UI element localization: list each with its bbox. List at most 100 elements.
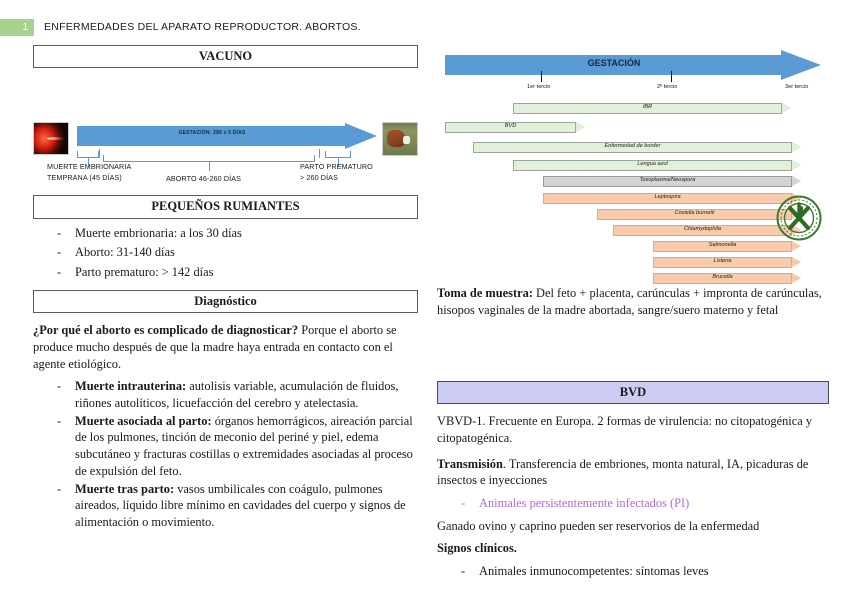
timeline-tick-1 xyxy=(541,71,542,82)
bar-rect xyxy=(543,176,792,187)
timeline-tick-label-2: 2º tercio xyxy=(657,84,678,90)
stem-embryonic-death xyxy=(88,158,89,168)
timeline-bar-lengua-azul: Lengua azul xyxy=(513,160,801,171)
bar-label: Lengua azul xyxy=(637,161,668,167)
bar-label: Enfermedad de border xyxy=(604,143,661,149)
bar-rect xyxy=(513,160,792,171)
list-item-bold: Muerte intrauterina: xyxy=(75,379,187,394)
diagnostico-question-bold: ¿Por qué el aborto es complicado de diag… xyxy=(33,323,299,338)
vacuno-gestation-figure: GESTACIÓN: 285 ± 5 DÍAS MUERTE EMBRIONAR… xyxy=(33,79,418,187)
page-number-badge: 1 xyxy=(0,18,34,36)
list-item: Muerte embrionaria: a los 30 días xyxy=(57,225,418,242)
list-item-text: vasos umbilicales con coágulo, pulmones … xyxy=(75,481,406,530)
timeline-bar-brucella: Brucella xyxy=(653,273,801,284)
small-ruminants-list: Muerte embrionaria: a los 30 días Aborto… xyxy=(33,225,418,281)
bar-rect xyxy=(653,257,792,268)
embryo-photo xyxy=(33,122,69,156)
brace-premature xyxy=(325,151,351,159)
timeline-bar-bvd: BVD xyxy=(445,122,585,133)
bar-rect xyxy=(597,209,792,220)
bvd-transmision-label: Transmisión xyxy=(437,456,503,471)
bar-arrow-tip xyxy=(792,241,801,251)
brace-embryonic-death xyxy=(77,151,99,159)
bvd-reservoir: Ganado ovino y caprino pueden ser reserv… xyxy=(437,518,760,533)
bar-rect xyxy=(473,142,792,153)
calf-photo xyxy=(382,122,418,157)
timeline-bar-toxoplasma-neospora: Toxoplasma/Neospora xyxy=(543,176,801,187)
toma-de-muestra-text: Del feto + placenta, carúnculas + impron… xyxy=(437,286,822,317)
right-column: GESTACIÓN 1er tercio 2º tercio 3er terci… xyxy=(437,45,829,581)
list-item: Muerte tras parto: vasos umbilicales con… xyxy=(57,481,418,531)
timeline-tick-2 xyxy=(671,71,672,82)
caption-embryonic-line1: MUERTE EMBRIONARIA xyxy=(47,162,132,172)
diagnostico-question: ¿Por qué el aborto es complicado de diag… xyxy=(33,322,418,372)
list-item-bold: Muerte tras parto: xyxy=(75,481,175,496)
bvd-transmision-text: . Transferencia de embriones, monta natu… xyxy=(437,456,809,488)
bar-arrow-tip xyxy=(792,257,801,267)
left-column: VACUNO GESTACIÓN: 285 ± 5 DÍAS MUERTE EM… xyxy=(33,45,418,532)
caption-embryonic-death: MUERTE EMBRIONARIA TEMPRANA (45 DÍAS) xyxy=(47,162,157,183)
list-item-text: órganos hemorrágicos, aireación parcial … xyxy=(75,413,413,478)
gestation-arrow: GESTACIÓN: 285 ± 5 DÍAS xyxy=(77,123,377,150)
brace-abortion xyxy=(103,155,315,163)
bar-arrow-tip xyxy=(792,193,801,203)
page-header: 1 ENFERMEDADES DEL APARATO REPRODUCTOR. … xyxy=(0,17,848,37)
timeline-bar-salmonella: Salmonella xyxy=(653,241,801,252)
bar-label: Coxiella burnetii xyxy=(674,210,715,216)
section-heading-small-ruminants: PEQUEÑOS RUMIANTES xyxy=(33,195,418,219)
caption-premature-line2: > 260 DÍAS xyxy=(300,172,338,182)
university-seal-icon xyxy=(776,195,822,241)
bar-label: IBR xyxy=(642,104,653,110)
timeline-arrow-body xyxy=(445,55,783,75)
list-item: Muerte intrauterina: autolisis variable,… xyxy=(57,378,418,411)
section-heading-vacuno: VACUNO xyxy=(33,45,418,69)
bar-arrow-tip xyxy=(792,142,801,152)
caption-embryonic-line2: TEMPRANA (45 DÍAS) xyxy=(47,172,122,182)
bar-label: Leptospira xyxy=(654,194,681,200)
list-item: Parto prematuro: > 142 días xyxy=(57,264,418,281)
list-item: Muerte asociada al parto: órganos hemorr… xyxy=(57,413,418,480)
bar-arrow-tip xyxy=(792,273,801,283)
tick-embryonic-end xyxy=(99,149,100,159)
bar-arrow-tip xyxy=(792,225,801,235)
bvd-intro: VBVD-1. Frecuente en Europa. 2 formas de… xyxy=(437,414,813,445)
list-item-bold: Muerte asociada al parto: xyxy=(75,413,212,428)
bar-label: Brucella xyxy=(712,274,733,280)
timeline-tick-label-1: 1er tercio xyxy=(527,84,551,90)
bar-arrow-tip xyxy=(792,176,801,186)
timeline-bar-coxiella-burnetii: Coxiella burnetii xyxy=(597,209,801,220)
bar-rect xyxy=(445,122,576,133)
stem-premature xyxy=(338,158,339,168)
bar-rect xyxy=(513,103,782,114)
list-item: Animales inmunocompetentes: síntomas lev… xyxy=(461,563,829,580)
bar-arrow-tip xyxy=(782,103,791,113)
timeline-arrow-head xyxy=(781,50,821,80)
bar-arrow-tip xyxy=(576,122,585,132)
list-item-pi: Animales persistentemente infectados (PI… xyxy=(461,495,829,512)
diagnostico-question-rest: Porque el aborto se produce mucho despué… xyxy=(33,323,397,371)
bar-label: BVD xyxy=(504,123,517,129)
timeline-arrow-label: GESTACIÓN xyxy=(587,58,641,68)
bar-label: Chlamydophila xyxy=(683,226,721,232)
timeline-bar-listeria: Listeria xyxy=(653,257,801,268)
bar-rect xyxy=(653,241,792,252)
bvd-pi-list: Animales persistentemente infectados (PI… xyxy=(437,495,829,512)
bvd-signos-label: Signos clínicos. xyxy=(437,541,517,556)
section-heading-diagnostico: Diagnóstico xyxy=(33,289,418,314)
diagnostico-list: Muerte intrauterina: autolisis variable,… xyxy=(33,378,418,531)
gestation-arrow-label: GESTACIÓN: 285 ± 5 DÍAS xyxy=(178,130,246,137)
bvd-signos-heading: Signos clínicos. xyxy=(437,540,829,557)
list-item: Aborto: 31-140 días xyxy=(57,244,418,261)
gestation-timeline-figure: GESTACIÓN 1er tercio 2º tercio 3er terci… xyxy=(437,45,829,317)
stem-abortion xyxy=(209,162,210,172)
caption-premature-line1: PARTO PREMATURO xyxy=(300,162,373,172)
bar-label: Listeria xyxy=(713,258,732,264)
page-title: ENFERMEDADES DEL APARATO REPRODUCTOR. AB… xyxy=(44,21,361,33)
bvd-signos-list: Animales inmunocompetentes: síntomas lev… xyxy=(437,563,829,580)
timeline-tick-label-3: 3er tercio xyxy=(785,84,809,90)
timeline-bar-ibr: IBR xyxy=(513,103,791,114)
bar-arrow-tip xyxy=(792,160,801,170)
timeline-bar-chlamydophila: Chlamydophila xyxy=(613,225,801,236)
caption-premature: PARTO PREMATURO > 260 DÍAS xyxy=(300,162,410,183)
toma-de-muestra-label: Toma de muestra: xyxy=(437,286,533,301)
